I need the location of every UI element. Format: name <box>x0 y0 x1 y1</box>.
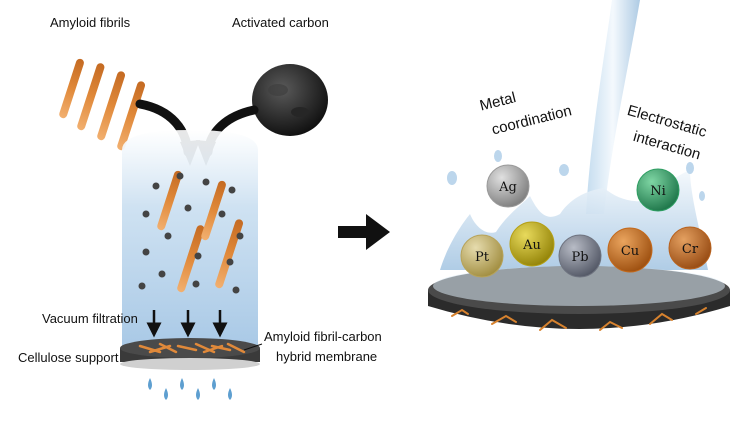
metal-sphere-pb: Pb <box>558 234 602 278</box>
water-stream <box>586 0 640 214</box>
metal-sphere-ni: Ni <box>636 168 680 212</box>
label-hybrid-membrane-1: Amyloid fibril-carbon <box>264 329 382 344</box>
fibrils-top <box>59 58 146 151</box>
metal-symbol-pb: Pb <box>571 250 588 265</box>
metal-symbol-au: Au <box>522 238 541 253</box>
metal-sphere-au: Au <box>509 221 555 267</box>
metal-sphere-ag: Ag <box>486 164 530 208</box>
metal-symbol-ag: Ag <box>498 180 517 195</box>
label-hybrid-membrane-2: hybrid membrane <box>276 349 378 364</box>
metal-symbol-ni: Ni <box>650 184 666 199</box>
vacuum-arrows <box>146 310 228 338</box>
process-arrow <box>338 214 390 250</box>
label-cellulose-support: Cellulose support <box>18 350 119 365</box>
metal-symbol-pt: Pt <box>475 250 490 265</box>
metal-sphere-cu: Cu <box>607 227 653 273</box>
cellulose-support-layer <box>120 358 260 370</box>
splash-droplets <box>447 150 705 201</box>
metal-symbol-cr: Cr <box>682 242 699 257</box>
activated-carbon-pile <box>252 64 328 136</box>
metal-sphere-pt: Pt <box>460 234 504 278</box>
label-amyloid-fibrils: Amyloid fibrils <box>50 15 131 30</box>
label-vacuum-filtration: Vacuum filtration <box>42 311 138 326</box>
hybrid-membrane-disc <box>120 338 260 370</box>
metal-sphere-cr: Cr <box>668 226 712 270</box>
membrane-disc-large <box>428 266 730 331</box>
water-drops <box>148 378 232 400</box>
metal-symbol-cu: Cu <box>621 244 639 259</box>
membrane-pointer <box>243 343 263 351</box>
carbon-particles <box>138 172 244 294</box>
fibrils-in-vessel <box>157 170 244 293</box>
label-activated-carbon: Activated carbon <box>232 15 329 30</box>
